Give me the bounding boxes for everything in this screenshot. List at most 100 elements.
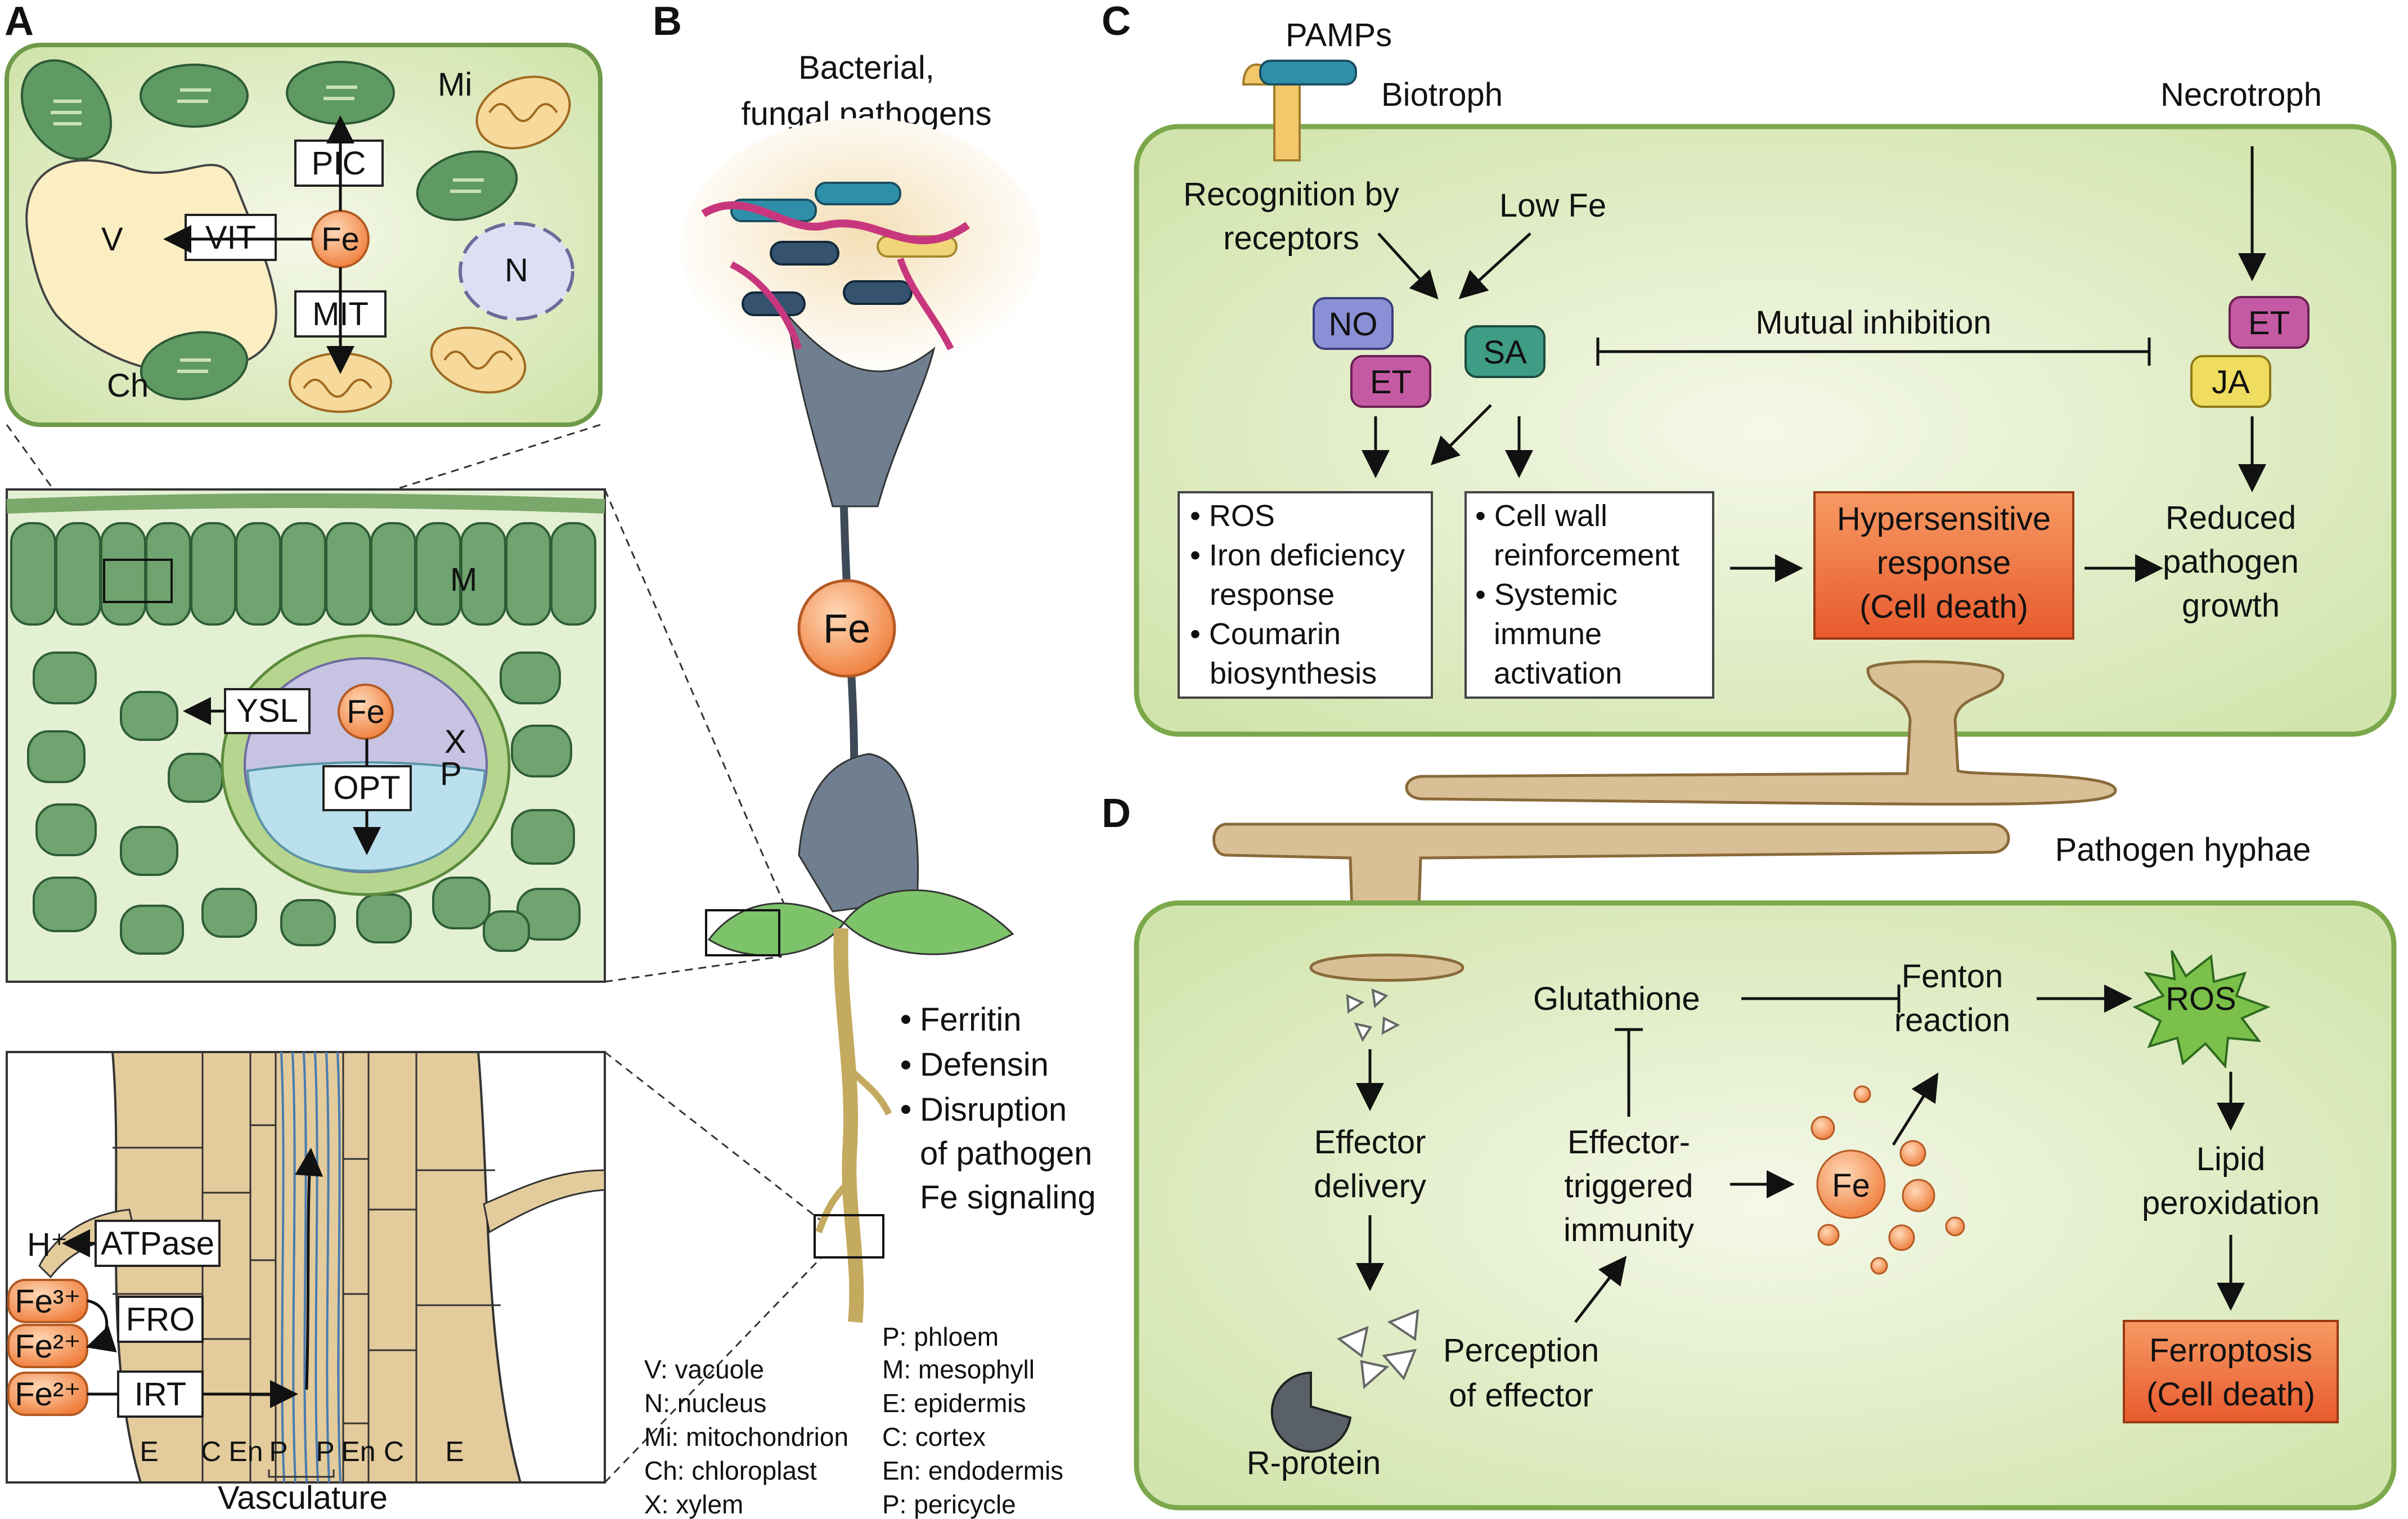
box-ros-deficiency	[1178, 491, 1433, 699]
legend-v: V: vacuole	[644, 1355, 764, 1384]
axis-p2: P	[316, 1436, 334, 1467]
panel-a-leaf: M Fe YSL OPT X P	[6, 488, 606, 983]
label-et2: ET	[2248, 305, 2290, 341]
axis-e2: E	[445, 1436, 464, 1467]
cell-c	[1134, 124, 2397, 737]
legend-en: En: endodermis	[882, 1456, 1063, 1485]
ferroptosis-box	[2123, 1320, 2339, 1423]
label-m: M	[450, 561, 477, 598]
cell-d	[1134, 900, 2397, 1511]
panel-a-label: A	[5, 0, 34, 44]
bullet-ferritin: Ferritin	[920, 1001, 1021, 1038]
label-fe-a: Fe	[321, 221, 360, 258]
legend-p: P: phloem	[882, 1322, 999, 1351]
legend-x: X: xylem	[644, 1490, 743, 1519]
irt-box	[117, 1370, 204, 1418]
bullet-defensin: Defensin	[920, 1046, 1049, 1083]
box-cell-wall	[1464, 491, 1714, 699]
box1-line2: • Iron deficiency	[1190, 538, 1405, 572]
label-mi: Mi	[438, 66, 472, 103]
label-ch: Ch	[107, 367, 149, 404]
label-fe3: Fe³⁺	[15, 1283, 81, 1320]
axis-c1: C	[201, 1436, 221, 1467]
label-vasculature: Vasculature	[218, 1480, 388, 1516]
label-pamps: PAMPs	[1286, 17, 1392, 53]
legend-n: N: nucleus	[644, 1388, 766, 1418]
box2-line2: reinforcement	[1494, 538, 1679, 572]
fe-circle-b	[797, 579, 896, 678]
label-fenton-2: reaction	[1894, 1002, 2010, 1039]
label-fe2a: Fe²⁺	[15, 1328, 81, 1365]
label-pathogens-1: Bacterial,	[798, 50, 935, 86]
label-ros: ROS	[2166, 981, 2236, 1017]
legend-e: E: epidermis	[882, 1388, 1026, 1418]
label-n: N	[505, 252, 528, 289]
panel-a-cell: Mi V Ch N Fe PIC VIT MIT	[5, 43, 603, 427]
et2-node	[2229, 296, 2310, 349]
axis-c2: C	[384, 1436, 404, 1467]
label-hr-3: (Cell death)	[1859, 588, 2028, 625]
r-protein-icon	[1270, 1309, 1419, 1453]
label-no: NO	[1329, 306, 1378, 343]
box1-line4: • Coumarin	[1190, 617, 1341, 651]
panel-b-label: B	[653, 0, 682, 44]
label-p: P	[440, 756, 462, 792]
label-fenton-1: Fenton	[1902, 958, 2003, 995]
fe-particles	[1811, 1085, 1965, 1275]
label-opt: OPT	[333, 770, 400, 806]
defense-bullets: Ferritin Defensin Disruption of pathogen…	[901, 1001, 1096, 1216]
fro-box	[117, 1296, 204, 1343]
sa-node	[1464, 325, 1546, 378]
pamps-receptor	[1242, 60, 1357, 161]
label-effector-2: delivery	[1314, 1168, 1426, 1205]
box1-line5: biosynthesis	[1210, 657, 1377, 690]
label-fe-b: Fe	[823, 606, 870, 651]
label-necrotroph: Necrotroph	[2160, 77, 2322, 113]
label-recognition-2: receptors	[1223, 220, 1359, 257]
label-lipid-1: Lipid	[2196, 1141, 2266, 1178]
label-irt: IRT	[134, 1376, 186, 1413]
label-ja: JA	[2212, 364, 2250, 401]
label-ferroptosis-2: (Cell death)	[2146, 1376, 2315, 1413]
label-mutual-inhibition: Mutual inhibition	[1755, 304, 1991, 341]
root-axis: E C En P P En C E Vasculature	[140, 1436, 464, 1516]
bullet-of-pathogen: of pathogen	[920, 1135, 1092, 1172]
bullet-fe-signaling: Fe signaling	[920, 1179, 1096, 1216]
label-eti-3: immunity	[1564, 1212, 1694, 1248]
panel-d-label: D	[1102, 791, 1131, 836]
label-ysl: YSL	[236, 693, 298, 729]
effector-triangles	[1346, 988, 1400, 1042]
label-fro: FRO	[126, 1301, 195, 1338]
hr-box	[1813, 491, 2074, 640]
no-node	[1313, 297, 1394, 350]
label-et: ET	[1370, 364, 1412, 401]
label-fe2b: Fe²⁺	[15, 1376, 81, 1413]
label-pathogen-hyphae: Pathogen hyphae	[2055, 832, 2311, 868]
axis-p1: P	[269, 1436, 287, 1467]
label-fe-d: Fe	[1832, 1167, 1870, 1204]
plant-illustration	[681, 118, 1041, 1323]
legend-ch: Ch: chloroplast	[644, 1456, 817, 1485]
legend-mi: Mi: mitochondrion	[644, 1422, 848, 1451]
box1-line1: • ROS	[1190, 499, 1275, 533]
box1-line3: response	[1210, 578, 1335, 612]
panel-c-label: C	[1102, 0, 1131, 44]
legend-c: C: cortex	[882, 1422, 986, 1451]
label-recognition-1: Recognition by	[1183, 176, 1399, 213]
label-biotroph: Biotroph	[1381, 77, 1503, 113]
label-effector-1: Effector	[1314, 1124, 1426, 1161]
label-perception-1: Perception	[1443, 1332, 1599, 1369]
label-low-fe: Low Fe	[1499, 187, 1606, 224]
axis-e1: E	[140, 1436, 158, 1467]
axis-en2: En	[341, 1436, 375, 1467]
bullet-disruption: Disruption	[920, 1091, 1067, 1128]
legend-m: M: mesophyll	[882, 1355, 1035, 1384]
label-x: X	[444, 723, 466, 760]
label-ferroptosis-1: Ferroptosis	[2149, 1332, 2312, 1369]
et-node	[1350, 355, 1431, 408]
label-hr-1: Hypersensitive	[1837, 501, 2051, 537]
label-reduced-3: growth	[2182, 587, 2280, 624]
panel-a-root: ATPase H⁺ Fe³⁺ Fe²⁺ Fe²⁺ FRO IRT	[6, 1051, 606, 1484]
label-lipid-2: peroxidation	[2142, 1185, 2320, 1221]
